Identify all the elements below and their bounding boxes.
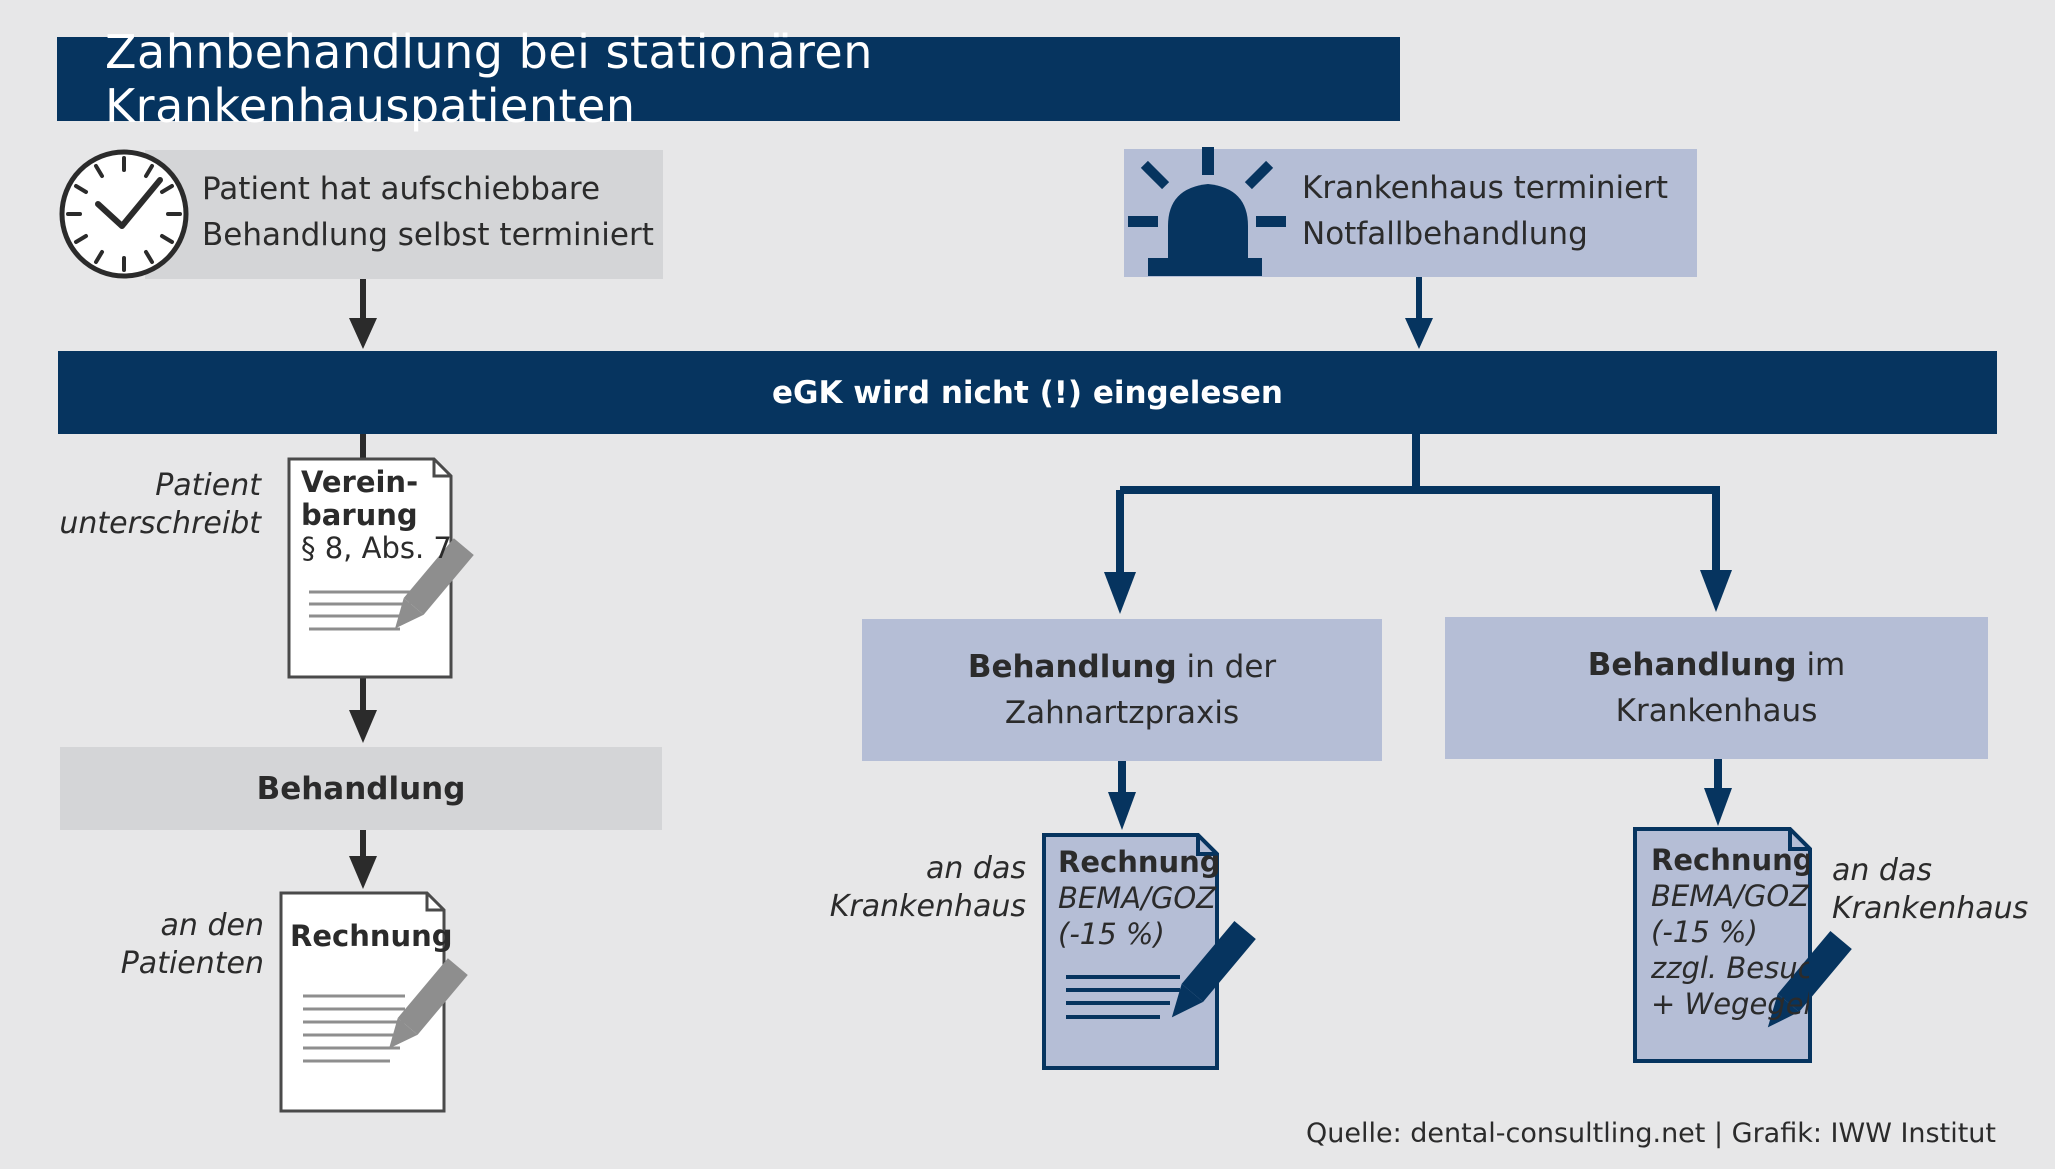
right-invoice-label: an das Krankenhaus: [1832, 852, 2042, 928]
agreement-doc-text: Verein- barung § 8, Abs. 7: [301, 466, 461, 565]
pen-icon: [389, 958, 468, 1049]
left-signs-line-1: Patient: [155, 468, 261, 503]
left-arrowheads: [349, 318, 377, 889]
right-invoice-title: Rechnung: [1651, 843, 1809, 877]
agreement-title-2: barung: [301, 498, 418, 532]
middle-treatment-bold: Behandlung: [967, 649, 1177, 685]
middle-invoice-line-1: BEMA/GOZ: [1058, 881, 1217, 915]
emergency-siren-icon: [1128, 147, 1286, 276]
page-title: Zahnbehandlung bei stationären Krankenha…: [57, 25, 1400, 133]
middle-treatment-line-1: Behandlung in der: [968, 644, 1276, 690]
egk-bar-text: eGK wird nicht (!) eingelesen: [772, 374, 1283, 411]
right-start-line-1: Krankenhaus terminiert: [1302, 170, 1669, 206]
right-invoice-label-1: an das: [1832, 853, 1932, 888]
left-invoice-label-1: an den: [160, 908, 264, 943]
pen-icon: [1171, 921, 1256, 1018]
left-invoice-label: an den Patienten: [96, 907, 264, 983]
middle-invoice-document: [1042, 833, 1256, 1070]
egk-bar: eGK wird nicht (!) eingelesen: [58, 351, 1997, 434]
right-invoice-line-3: zzgl. Besuch: [1651, 951, 1809, 985]
middle-invoice-label: an das Krankenhaus: [820, 850, 1026, 926]
right-treatment-rest: im: [1796, 647, 1846, 683]
clock-icon: [59, 149, 189, 279]
middle-treatment-rest: in der: [1176, 649, 1277, 685]
blue-arrowheads: [1104, 570, 1732, 830]
middle-invoice-text: Rechnung BEMA/GOZ (-15 %): [1058, 844, 1221, 952]
left-treatment-box: Behandlung: [60, 747, 662, 830]
right-invoice-line-1: BEMA/GOZ: [1651, 879, 1809, 913]
middle-treatment-box: Behandlung in der Zahnartzpraxis: [862, 619, 1382, 761]
right-invoice-label-2: Krankenhaus: [1832, 891, 2029, 926]
middle-invoice-label-1: an das: [926, 851, 1026, 886]
right-invoice-line-2: (-15 %): [1651, 915, 1758, 949]
left-signs-label: Patient unterschreibt: [40, 467, 261, 543]
middle-treatment-line-2: Zahnartzpraxis: [1004, 695, 1240, 731]
middle-invoice-title: Rechnung: [1058, 845, 1221, 879]
agreement-document: [287, 457, 474, 679]
pen-icon: [1767, 931, 1852, 1028]
right-invoice-line-4: + Wegegeld: [1651, 987, 1809, 1021]
right-invoice-text: Rechnung BEMA/GOZ (-15 %) zzgl. Besuch +…: [1651, 842, 1809, 1022]
left-treatment-label: Behandlung: [256, 770, 466, 807]
left-invoice-document: [279, 891, 468, 1113]
left-invoice-title: Rechnung: [290, 919, 453, 953]
left-start-box: [145, 150, 663, 279]
right-start-text: Krankenhaus terminiert Notfallbehandlung: [1302, 165, 1692, 257]
middle-invoice-line-2: (-15 %): [1058, 917, 1165, 951]
source-credit: Quelle: dental-consultling.net | Grafik:…: [1305, 1118, 1996, 1149]
right-treatment-box: Behandlung im Krankenhaus: [1445, 617, 1988, 759]
right-start-line-2: Notfallbehandlung: [1302, 216, 1588, 252]
left-signs-line-2: unterschreibt: [59, 506, 261, 541]
left-invoice-label-2: Patienten: [120, 946, 264, 981]
pen-icon: [395, 538, 474, 629]
right-invoice-document: [1633, 827, 1852, 1063]
agreement-title-1: Verein-: [301, 465, 419, 499]
title-text: Zahnbehandlung bei stationären Krankenha…: [105, 25, 873, 133]
agreement-subtitle: § 8, Abs. 7: [301, 531, 452, 565]
branch-connectors: [1116, 434, 1722, 800]
right-treatment-line-2: Krankenhaus: [1615, 693, 1818, 729]
left-start-line-1: Patient hat aufschiebbare: [202, 171, 601, 207]
right-treatment-line-1: Behandlung im: [1588, 642, 1846, 688]
left-start-line-2: Behandlung selbst terminiert: [202, 217, 654, 253]
middle-invoice-label-2: Krankenhaus: [829, 889, 1026, 924]
left-start-text: Patient hat aufschiebbare Behandlung sel…: [202, 166, 662, 258]
right-treatment-bold: Behandlung: [1587, 647, 1797, 683]
